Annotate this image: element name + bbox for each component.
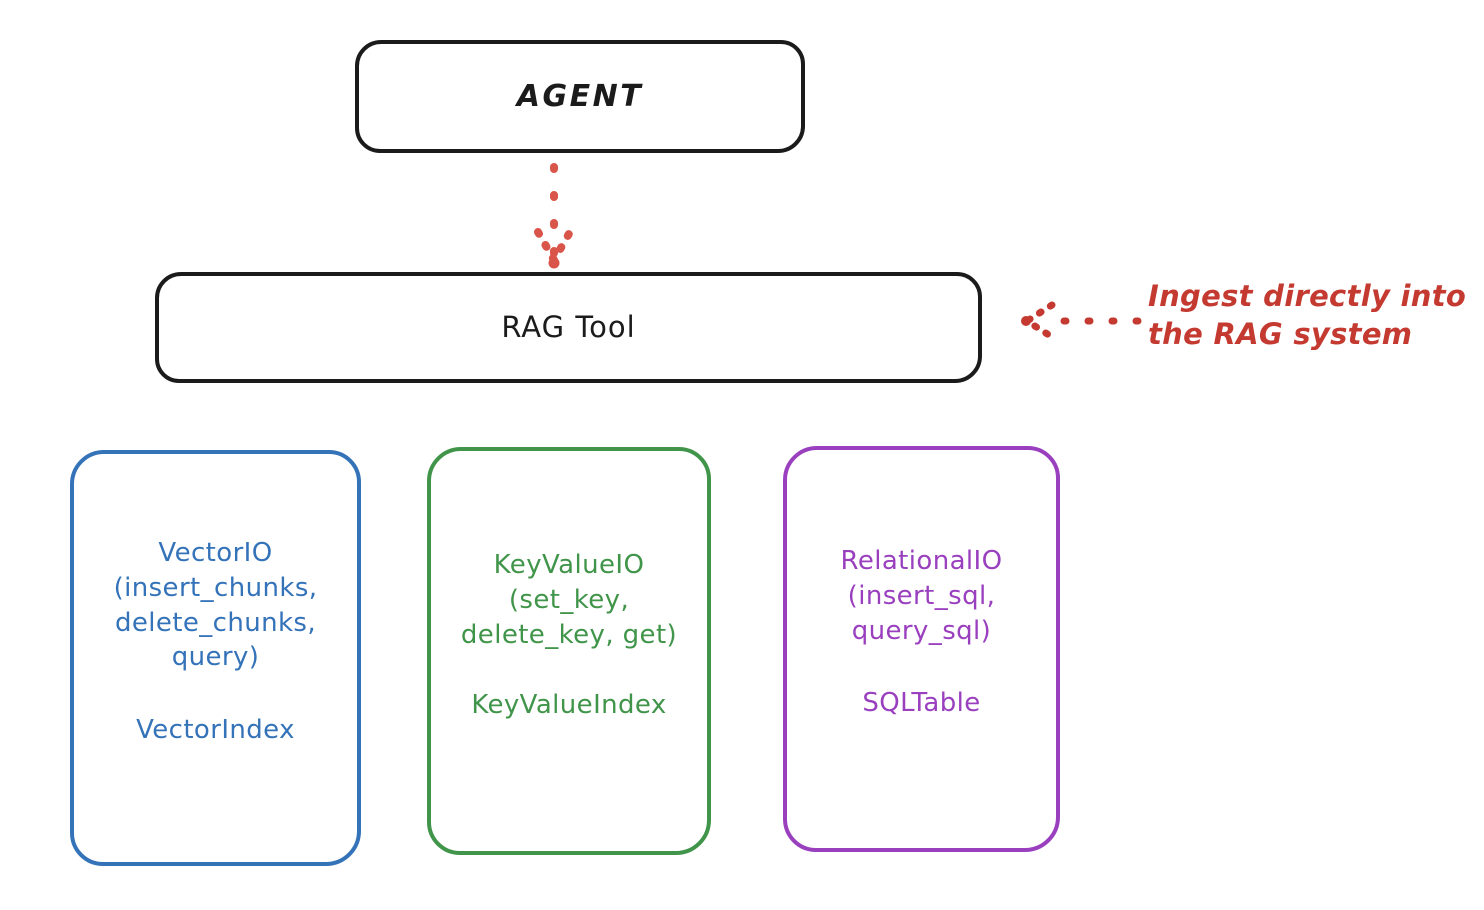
node-agent-label: AGENT [516,79,644,114]
node-relational-io-content: RelationalIO (insert_sql, query_sql) SQL… [787,450,1056,718]
node-rag-tool-label: RAG Tool [501,309,636,344]
annotation-ingest: Ingest directly into the RAG system [1148,279,1467,352]
node-relational-io-index-label: SQLTable [862,688,981,719]
edge-ingest-to-rag-tool [1021,301,1142,341]
node-key-value-io-content: KeyValueIO (set_key, delete_key, get) Ke… [431,451,707,720]
node-key-value-io-index-label: KeyValueIndex [471,690,667,721]
node-rag-tool[interactable]: RAG Tool [155,272,982,383]
node-key-value-io[interactable]: KeyValueIO (set_key, delete_key, get) Ke… [427,447,711,855]
edge-agent-to-rag-tool [534,163,574,269]
node-vector-io-content: VectorIO (insert_chunks, delete_chunks, … [74,454,357,745]
node-vector-io-api-label: VectorIO (insert_chunks, delete_chunks, … [113,538,318,673]
node-relational-io[interactable]: RelationalIO (insert_sql, query_sql) SQL… [783,446,1060,852]
node-vector-io[interactable]: VectorIO (insert_chunks, delete_chunks, … [70,450,361,866]
node-agent[interactable]: AGENT [355,40,805,153]
node-vector-io-index-label: VectorIndex [136,715,295,746]
node-relational-io-api-label: RelationalIO (insert_sql, query_sql) [840,546,1003,646]
node-key-value-io-api-label: KeyValueIO (set_key, delete_key, get) [460,550,678,650]
